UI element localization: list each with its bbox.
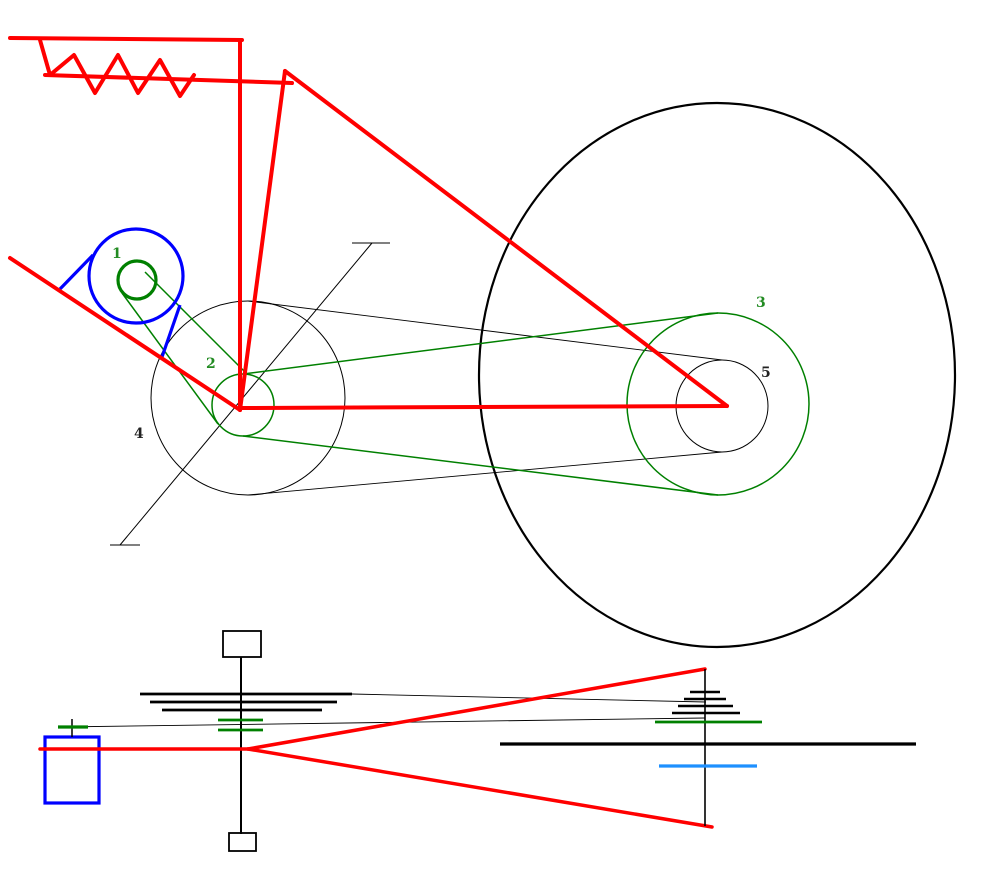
frame-top-view <box>38 667 714 829</box>
label-1: 1 <box>112 246 122 262</box>
seat-tube-2 <box>238 69 287 412</box>
saddle-spring <box>38 38 196 98</box>
seat-stay <box>283 69 729 408</box>
motor-pulley-1 <box>116 259 158 301</box>
bicycle-frame <box>8 36 729 412</box>
chainring-4 <box>150 300 346 496</box>
small-sprocket-side <box>218 718 263 732</box>
chain-stay <box>238 404 729 410</box>
crank-arm <box>110 242 390 546</box>
label-2: 2 <box>206 356 216 372</box>
label-4: 4 <box>134 426 144 442</box>
motor-housing <box>87 227 185 325</box>
sprocket-3 <box>626 312 810 496</box>
chainring-stack <box>140 692 352 712</box>
label-3: 3 <box>756 295 766 311</box>
down-tube <box>8 256 242 412</box>
chain-4-5 <box>247 300 723 496</box>
motor-drive-chain <box>121 271 810 496</box>
rear-wheel <box>477 101 957 649</box>
motor-side <box>43 735 101 805</box>
top-view-diagram <box>38 630 916 852</box>
top-line <box>8 36 244 42</box>
label-5: 5 <box>761 365 771 381</box>
motor-mount <box>58 253 182 358</box>
top-view-chain <box>59 693 707 728</box>
cassette-stack <box>672 690 740 715</box>
pedal-top <box>222 630 262 658</box>
pedal-bottom <box>228 832 257 852</box>
